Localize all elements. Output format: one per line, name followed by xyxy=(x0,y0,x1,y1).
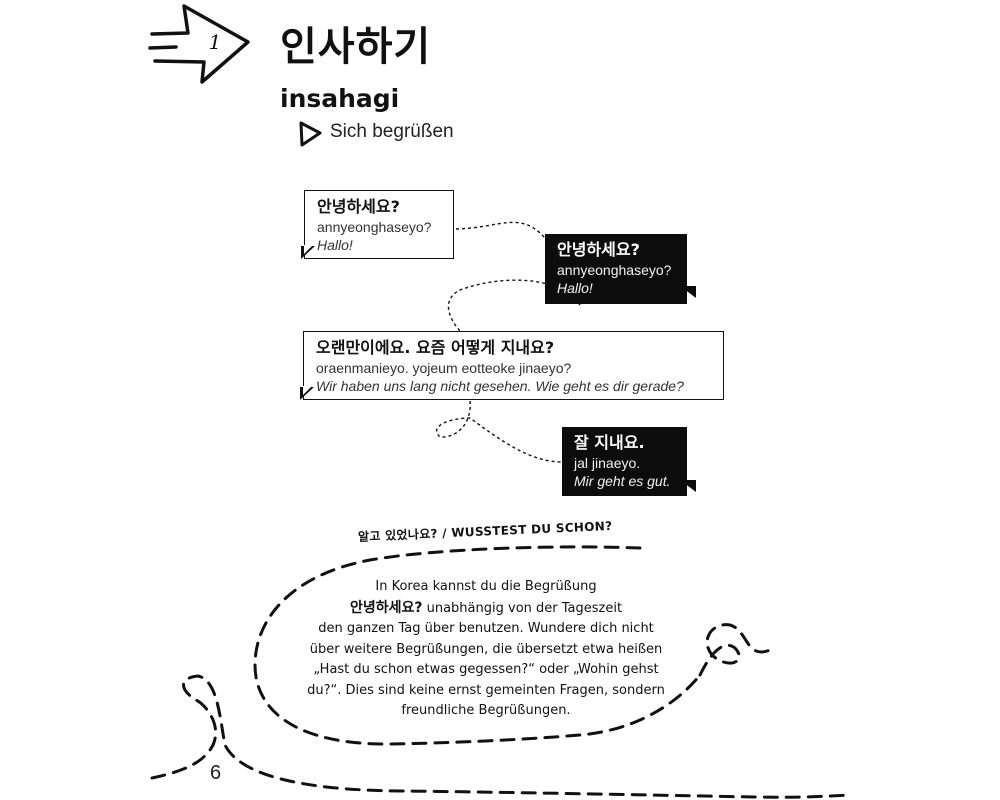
info-heading: 알고 있었나요? / WUSSTEST DU SCHON? xyxy=(357,518,613,544)
play-triangle-icon xyxy=(299,121,322,147)
hand-drawn-arrow-icon xyxy=(148,4,250,84)
lesson-subtitle: insahagi xyxy=(280,84,400,113)
lesson-title: 인사하기 xyxy=(280,24,432,70)
lesson-number: 1 xyxy=(208,30,222,54)
info-text: In Korea kannst du die Begrüßung 안녕하세요? … xyxy=(286,577,686,722)
bubble-korean: 안녕하세요? xyxy=(317,197,400,216)
info-line: freundliche Begrüßungen. xyxy=(401,703,571,718)
bubble-romanization: annyeonghaseyo? xyxy=(557,262,672,278)
page-number: 6 xyxy=(210,762,222,784)
bubble-korean: 잘 지내요. xyxy=(574,433,645,452)
bubble-romanization: annyeonghaseyo? xyxy=(317,219,432,235)
bubble-tail xyxy=(304,245,313,254)
speech-bubble-1: 안녕하세요? annyeonghaseyo? Hallo! xyxy=(304,190,454,259)
speech-bubble-3: 오랜만이에요. 요즘 어떻게 지내요? oraenmanieyo. yojeum… xyxy=(303,331,724,400)
speech-bubble-4: 잘 지내요. jal jinaeyo. Mir geht es gut. xyxy=(562,427,687,496)
bubble-german: Hallo! xyxy=(317,237,353,253)
bubble-tail xyxy=(680,480,696,492)
bubble-tail xyxy=(303,386,312,395)
info-line: „Hast du schon etwas gegessen?“ oder „Wo… xyxy=(313,662,659,677)
bubble-german: Hallo! xyxy=(557,280,593,296)
info-line: du?“. Dies sind keine ernst gemeinten Fr… xyxy=(307,682,665,698)
speech-bubble-2: 안녕하세요? annyeonghaseyo? Hallo! xyxy=(545,234,687,304)
bubble-romanization: jal jinaeyo. xyxy=(574,455,641,471)
bubble-korean: 안녕하세요? xyxy=(557,240,640,259)
lesson-tagline: Sich begrüßen xyxy=(330,121,454,142)
info-line: über weitere Begrüßungen, die übersetzt … xyxy=(309,641,663,657)
info-korean-highlight: 안녕하세요? xyxy=(349,599,423,616)
bubble-romanization: oraenmanieyo. yojeum eotteoke jinaeyo? xyxy=(316,360,572,376)
bubble-german: Wir haben uns lang nicht gesehen. Wie ge… xyxy=(316,378,684,394)
bubble-korean: 오랜만이에요. 요즘 어떻게 지내요? xyxy=(316,338,555,357)
bubble-german: Mir geht es gut. xyxy=(574,473,671,489)
info-line: In Korea kannst du die Begrüßung xyxy=(375,579,597,594)
info-line: 안녕하세요? unabhängig von der Tageszeit xyxy=(349,599,623,616)
info-line: den ganzen Tag über benutzen. Wundere di… xyxy=(318,621,654,636)
bubble-tail xyxy=(680,286,696,298)
